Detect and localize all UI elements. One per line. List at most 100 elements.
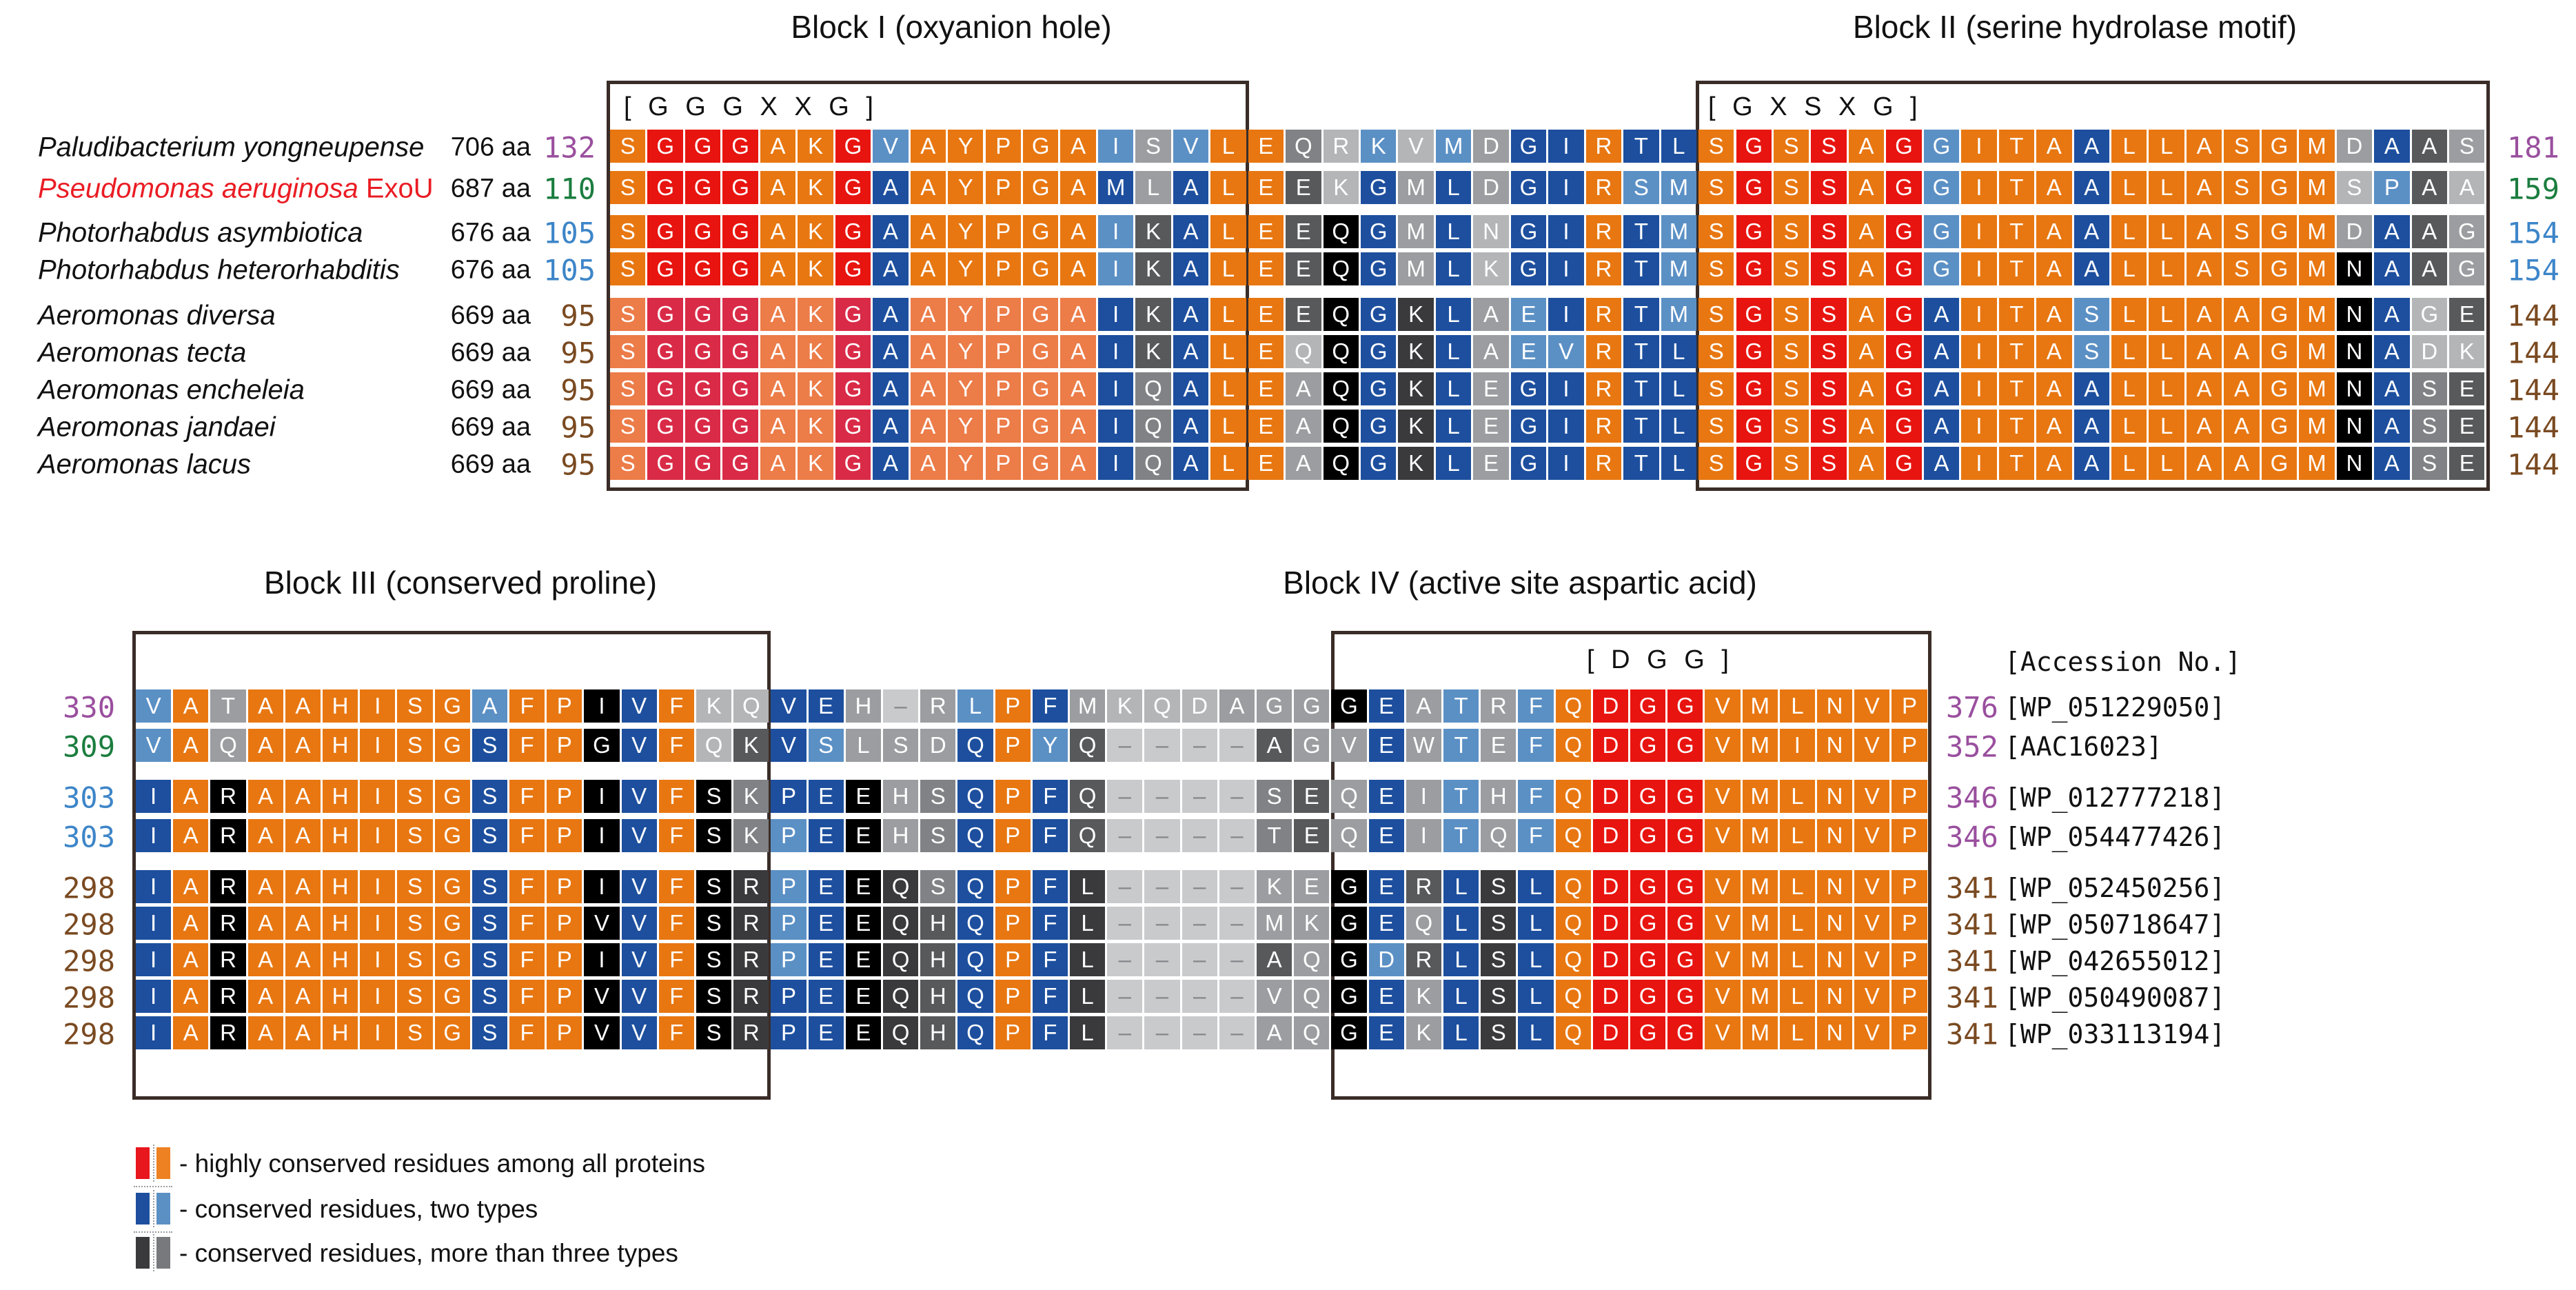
residue-cell: – [1107,943,1143,976]
residue-cell: T [1257,819,1292,852]
residue-cell: S [610,335,646,368]
residue-cell: K [1398,335,1434,368]
residue-cell: A [2186,215,2222,248]
residue-cell: – [1181,907,1217,940]
residue-cell: I [1961,252,1997,285]
residue-cell: L [1435,215,1472,248]
residue-cell: R [1323,130,1359,163]
residue-cell: K [798,410,833,443]
residue-cell: E [1368,819,1404,852]
legend-row-divider [134,1231,172,1233]
residue-cell: L [1443,980,1479,1013]
residue-cell: E [1473,410,1509,443]
residue-cell: F [658,689,694,723]
residue-cell: S [2224,215,2260,248]
residue-cell: – [1107,780,1143,813]
residue-cell: G [722,410,758,443]
residue-cell: Q [1323,215,1359,248]
residue-cell: L [1210,335,1246,368]
residue-cell: P [547,943,582,976]
residue-cell: S [471,907,507,940]
residue-cell: A [285,689,321,723]
residue-cell: Q [1135,372,1171,405]
residue-cell: S [471,870,507,903]
residue-cell: H [323,689,358,723]
residue-cell: G [1022,372,1059,405]
legend-swatch-dark [136,1237,150,1269]
residue-cell: I [360,819,396,852]
residue-cell: S [1698,447,1734,480]
residue-cell: I [1097,298,1134,331]
residue-cell: S [1811,298,1847,331]
residue-cell: E [845,870,881,903]
residue-cell: F [509,729,545,762]
residue-cell: A [1060,215,1096,248]
residue-cell: R [733,943,769,976]
residue-cell: I [1961,447,1997,480]
residue-cell: P [995,943,1031,976]
residue-cell: A [2374,335,2410,368]
residue-cell: D [920,729,956,762]
residue-cell: S [397,980,433,1013]
residue-cell: I [136,980,172,1013]
residue-cell: E [845,980,881,1013]
bottom-end-position: 346 [1946,820,1998,854]
top-end-position: 144 [2507,447,2559,482]
residue-cell: D [1592,943,1628,976]
residue-cell: L [2149,335,2184,368]
residue-cell: I [1961,298,1997,331]
residue-cell: P [995,780,1031,813]
residue-cell: S [1773,372,1809,405]
residue-cell: E [808,689,844,723]
residue-cell: – [883,689,919,723]
residue-cell: T [1998,130,2035,163]
residue-cell: A [760,372,796,405]
residue-cell: I [1097,335,1134,368]
residue-cell: M [1257,907,1292,940]
residue-cell: F [658,907,694,940]
residue-cell: L [1443,943,1479,976]
residue-cell: P [547,689,582,723]
residue-cell: M [1661,215,1697,248]
residue-cell: L [1435,171,1472,204]
residue-cell: P [995,729,1031,762]
residue-cell: T [1998,372,2035,405]
residue-cell: Q [1555,907,1591,940]
residue-cell: V [136,729,172,762]
residue-cell: L [1779,980,1815,1013]
residue-cell: P [995,907,1031,940]
bottom-start-position: 330 [63,690,115,725]
residue-cell: D [1181,689,1217,723]
species-name: Aeromonas jandaei [38,412,276,443]
residue-cell: G [2261,130,2298,163]
residue-cell: Q [1323,372,1359,405]
residue-cell: T [210,689,246,723]
residue-cell: A [247,689,283,723]
residue-cell: E [808,907,844,940]
residue-cell: Q [1555,870,1591,903]
residue-cell: Y [948,171,984,204]
protein-length: 676 aa [450,218,531,248]
species-name: Paludibacterium yongneupense [38,132,425,163]
residue-cell: K [1406,980,1441,1013]
residue-cell: G [647,372,683,405]
residue-cell: Q [1286,335,1321,368]
residue-cell: L [1443,907,1479,940]
residue-cell: L [1518,907,1554,940]
residue-cell: I [1961,215,1997,248]
protein-length: 669 aa [450,450,531,479]
residue-cell: Q [883,907,919,940]
residue-cell: P [771,1016,807,1049]
residue-cell: A [1060,335,1096,368]
residue-cell: A [2036,335,2072,368]
residue-cell: G [684,372,721,405]
residue-cell: I [360,689,396,723]
residue-cell: A [910,171,946,204]
residue-cell: N [1817,943,1853,976]
residue-cell: E [1481,729,1517,762]
residue-cell: S [1811,410,1847,443]
residue-cell: M [1742,1016,1778,1049]
residue-cell: G [722,447,758,480]
residue-cell: K [1398,410,1434,443]
residue-cell: A [760,252,796,285]
